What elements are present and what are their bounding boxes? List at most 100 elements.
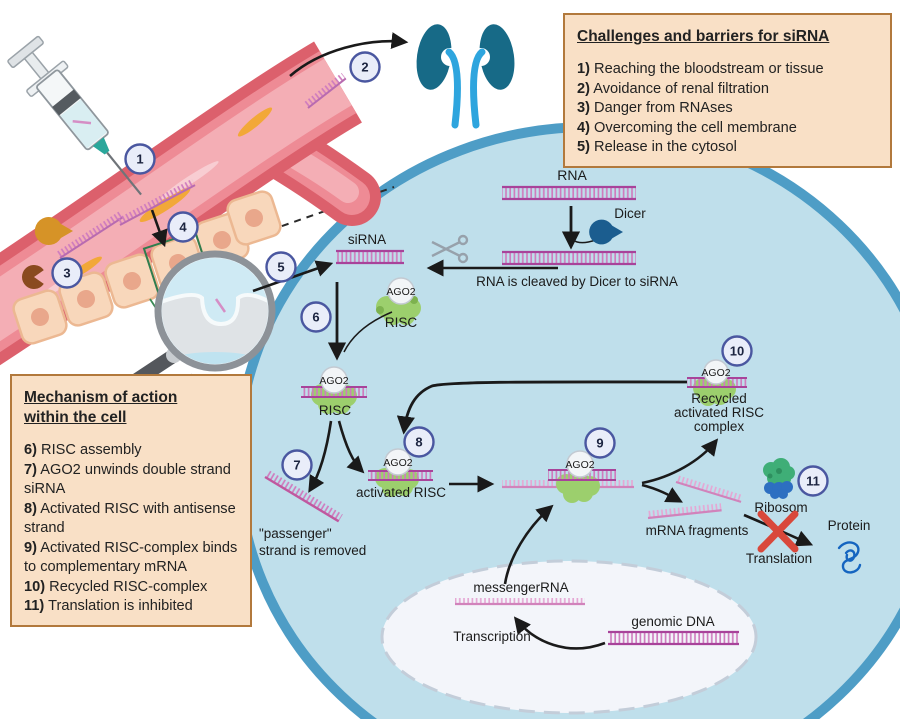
flow-arrow-activation [337,420,365,474]
transcription-label: Transcription [453,629,531,644]
challenge-item: 4) Overcoming the cell membrane [577,119,797,136]
rnase-icon [21,265,44,289]
mechanism-item: 9) Activated RISC-complex binds to compl… [24,539,238,576]
step-marker-9: 9 [584,427,616,459]
flow-arrow-recycle-back [396,380,688,435]
ago2-label: AGO2 [319,375,348,387]
step-marker-4: 4 [167,211,199,243]
svg-text:1: 1 [136,152,143,167]
ribosome-icon [763,458,795,499]
svg-text:2: 2 [361,60,368,75]
protein-label: Protein [828,518,871,533]
rna-label: RNA [557,167,587,183]
step-marker-2: 2 [349,51,381,83]
genomic-dna-strand [608,630,739,646]
svg-text:8: 8 [415,435,422,450]
magnifier-icon [101,250,276,406]
sirna-strand-in-vessel [303,72,347,109]
svg-text:7: 7 [293,458,300,473]
cleaved-caption: RNA is cleaved by Dicer to siRNA [476,274,678,289]
challenge-item: 5) Release in the cytosol [577,139,737,155]
recycled-label-2: activated RISC [674,405,764,420]
challenge-item: 2) Avoidance of renal filtration [577,80,770,97]
step-marker-10: 10 [721,335,753,367]
mechanism-box: Mechanism of action within the cell 6) R… [10,374,252,627]
challenge-item: 3) Danger from RNAses [577,100,733,116]
mechanism-item: 6) RISC assembly [24,442,142,458]
flow-arrow-to-fragments [641,483,683,503]
sirna-strand-in-vessel [116,178,196,226]
mrna-fragments-label: mRNA fragments [646,523,749,538]
step-marker-8: 8 [403,426,435,458]
sirna-label: siRNA [348,232,386,247]
activated-risc: AGO2 activated RISC [356,448,446,500]
rnase-icon [34,217,73,245]
recycled-label-1: Recycled [691,391,747,406]
ago2-circle [387,277,415,305]
challenge-item: 1) Reaching the bloodstream or tissue [577,61,824,77]
ago2-circle [320,366,348,394]
flow-arrow-to-recycled [641,438,719,485]
mechanism-item: 10) Recycled RISC-complex [24,578,208,595]
challenges-box: Challenges and barriers for siRNA 1) Rea… [563,13,892,168]
translation-blocked-x-icon [757,510,799,553]
mechanism-title-line1: Mechanism of action [24,389,178,406]
svg-text:5: 5 [277,260,284,275]
ago2-label: AGO2 [701,367,730,379]
step-markers: 1 2 3 4 5 6 7 8 9 10 11 [51,51,829,497]
svg-text:4: 4 [179,220,187,235]
mrna-binding-complex: AGO2 [502,450,634,503]
ago2-circle [384,448,412,476]
risc-free: AGO2 RISC [376,277,421,330]
challenges-title: Challenges and barriers for siRNA [577,28,830,45]
kidneys-icon [416,24,515,129]
scissors-icon [431,234,469,264]
risc-loaded-complex: AGO2 RISC [301,366,367,418]
recycled-risc-complex: AGO2 Recycled activated RISC complex [674,359,764,434]
translation-label: Translation [746,551,812,566]
flow-arrow-mrna-export [503,504,554,585]
svg-text:11: 11 [806,474,820,489]
sirna-strand [336,249,404,265]
mechanism-item: 8) Activated RISC with antisense strand [24,500,236,537]
flow-arrow-to-kidneys [289,32,409,77]
passenger-label-1: "passenger" [259,526,332,541]
svg-text:9: 9 [596,436,603,451]
dicer-icon [589,219,623,245]
risc-label: RISC [319,403,352,418]
mechanism-item: 7) AGO2 unwinds double strand siRNA [24,461,231,498]
passenger-label-2: strand is removed [259,543,366,558]
ago2-circle [566,450,594,478]
mrna-fragments: mRNA fragments [646,475,749,538]
ago2-label: AGO2 [565,459,594,471]
flow-arrow-passenger [308,420,333,493]
step-marker-3: 3 [51,257,83,289]
ago2-circle [703,359,729,385]
messenger-rna-label: messengerRNA [473,580,568,595]
flow-arrow-transcription [513,616,606,650]
step-marker-1: 1 [124,143,156,175]
rna-strand [502,185,636,201]
risc-label: RISC [385,315,418,330]
flow-arrow-to-cell [150,209,168,248]
lipid-streak [237,107,273,137]
mechanism-title-line2: within the cell [24,409,127,426]
recycled-label-3: complex [694,419,745,434]
protein-icon [837,541,862,574]
ago2-label: AGO2 [386,286,415,298]
step-marker-5: 5 [265,251,297,283]
svg-text:10: 10 [730,344,744,359]
syringe-icon [7,35,142,196]
svg-text:3: 3 [63,266,70,281]
passenger-strand [264,470,343,523]
activated-risc-label: activated RISC [356,485,446,500]
step-marker-6: 6 [300,301,332,333]
messenger-rna-strand [455,598,585,606]
step-marker-11: 11 [797,465,829,497]
genomic-dna-label: genomic DNA [631,614,714,629]
svg-text:6: 6 [312,310,319,325]
cleaved-rna-strand [502,250,636,266]
mechanism-item: 11) Translation is inhibited [24,598,193,614]
